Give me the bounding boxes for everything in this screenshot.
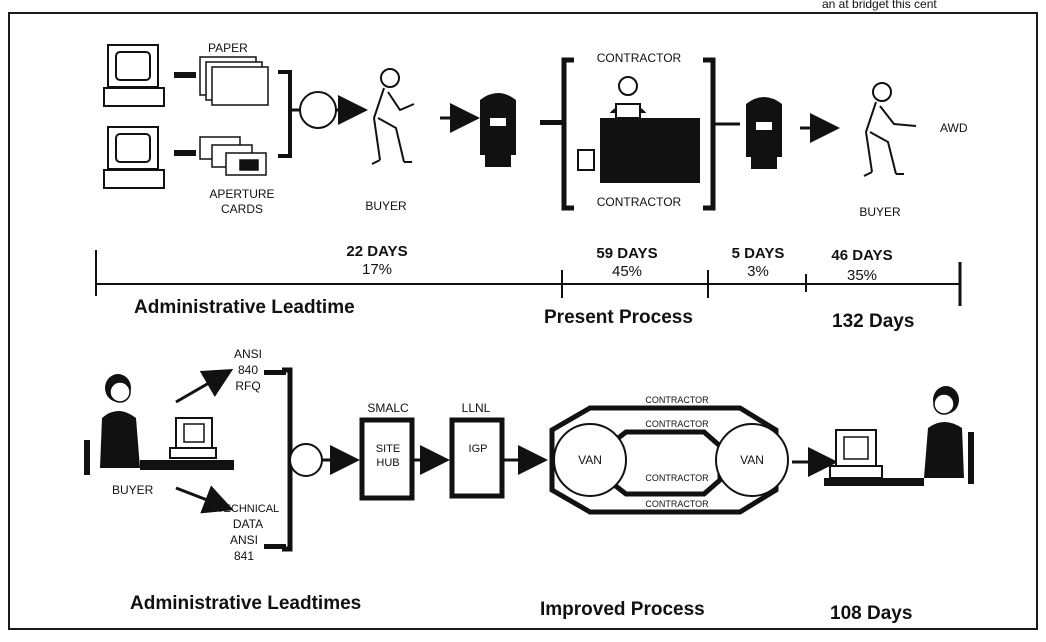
segment-pct: 17%	[361, 261, 393, 278]
mailbox-icon	[746, 97, 782, 169]
computer-icon	[103, 126, 165, 189]
merge-node	[289, 443, 323, 477]
van-label: VAN	[578, 453, 602, 467]
segment-days: 22 DAYS	[346, 243, 408, 260]
segment-days: 59 DAYS	[596, 245, 658, 262]
admin-leadtimes-label: Administrative Leadtimes	[130, 593, 362, 614]
buyer-label: BUYER	[365, 199, 407, 213]
cards-label: CARDS	[220, 202, 263, 216]
walking-person-icon	[371, 68, 415, 165]
contractor-label: CONTRACTOR	[645, 473, 709, 483]
segment-days: 5 DAYS	[731, 245, 785, 262]
awd-label: AWD	[940, 121, 968, 135]
contractor-label: CONTRACTOR	[645, 395, 709, 405]
present-total-days: 132 Days	[832, 311, 915, 332]
present-process-label: Present Process	[544, 307, 693, 328]
van-network	[549, 405, 789, 515]
admin-leadtime-label: Administrative Leadtime	[134, 297, 355, 318]
segment-pct: 3%	[747, 263, 769, 280]
ansi840-label: ANSI	[233, 347, 262, 361]
contractor-label: CONTRACTOR	[645, 419, 709, 429]
buyer-label: BUYER	[859, 205, 901, 219]
site-label: SITE	[375, 443, 401, 455]
van-label: VAN	[740, 453, 764, 467]
improved-total-days: 108 Days	[830, 603, 913, 624]
timeline	[95, 250, 962, 306]
mailbox-icon	[480, 93, 516, 167]
buyer-at-computer-icon	[84, 374, 234, 475]
smalc-label: SMALC	[367, 401, 409, 415]
rfq-label: RFQ	[235, 379, 261, 393]
hub-label: HUB	[376, 457, 400, 469]
technical-label: TECHNICAL	[216, 503, 280, 515]
contractor-desk-icon	[577, 76, 700, 183]
buyer-at-computer-icon	[824, 386, 974, 486]
contractor-label: CONTRACTOR	[645, 499, 709, 509]
igp-label: IGP	[468, 443, 488, 455]
cropped-header-text: an at bridget this cent	[822, 0, 937, 11]
contractor-top-label: CONTRACTOR	[596, 51, 682, 65]
ansi840-number: 840	[237, 363, 259, 377]
diagram-frame	[8, 12, 1038, 630]
computer-icon	[103, 44, 165, 107]
contractor-bracket-left	[561, 57, 574, 211]
ansi841-number: 841	[233, 549, 255, 563]
segment-pct: 45%	[611, 263, 643, 280]
paper-stack-icon	[199, 56, 269, 106]
igp-box	[449, 417, 505, 499]
contractor-bracket-right	[703, 57, 716, 211]
walking-person-icon	[863, 82, 917, 177]
buyer-label: BUYER	[112, 483, 154, 497]
ansi841-label: ANSI	[229, 533, 258, 547]
segment-days: 46 DAYS	[831, 247, 893, 264]
aperture-label: APERTURE	[209, 187, 275, 201]
llnl-label: LLNL	[461, 401, 491, 415]
site-hub-box	[359, 417, 415, 501]
segment-pct: 35%	[846, 267, 878, 284]
aperture-cards-icon	[199, 136, 267, 176]
improved-process-label: Improved Process	[540, 599, 705, 620]
connector	[174, 150, 196, 156]
merge-node	[299, 91, 337, 129]
paper-label: PAPER	[208, 41, 248, 55]
connector	[174, 72, 196, 78]
contractor-bottom-label: CONTRACTOR	[596, 195, 682, 209]
data-label: DATA	[232, 517, 264, 531]
